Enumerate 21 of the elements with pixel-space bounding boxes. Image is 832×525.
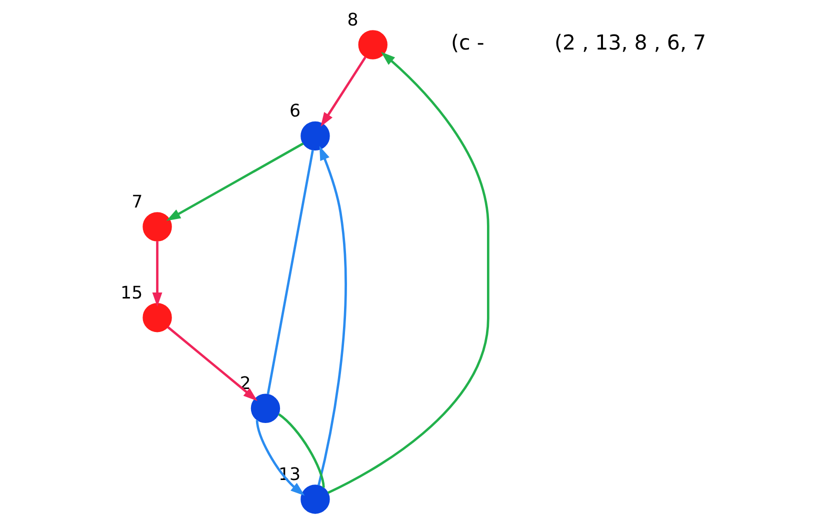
arrow [255, 420, 304, 496]
label: (c - [450, 30, 484, 55]
node-label: 6 [289, 102, 300, 122]
arrow [166, 326, 257, 401]
arrow [326, 52, 489, 494]
connector [266, 150, 314, 394]
arrow [166, 142, 304, 221]
node-label: 15 [120, 283, 142, 304]
node-circle [358, 30, 387, 60]
node-circle [142, 302, 172, 332]
arrow [317, 146, 346, 486]
node-circle [300, 121, 330, 151]
node-circle [300, 484, 330, 514]
arrow [152, 241, 162, 307]
connector [278, 413, 324, 488]
node-label: 7 [131, 192, 142, 212]
node-circle [142, 212, 172, 242]
label: (2 , 13, 8 , 6, 7 [554, 30, 706, 55]
arrow [320, 56, 366, 127]
node-circle [250, 394, 280, 423]
node-label: 8 [346, 10, 358, 30]
